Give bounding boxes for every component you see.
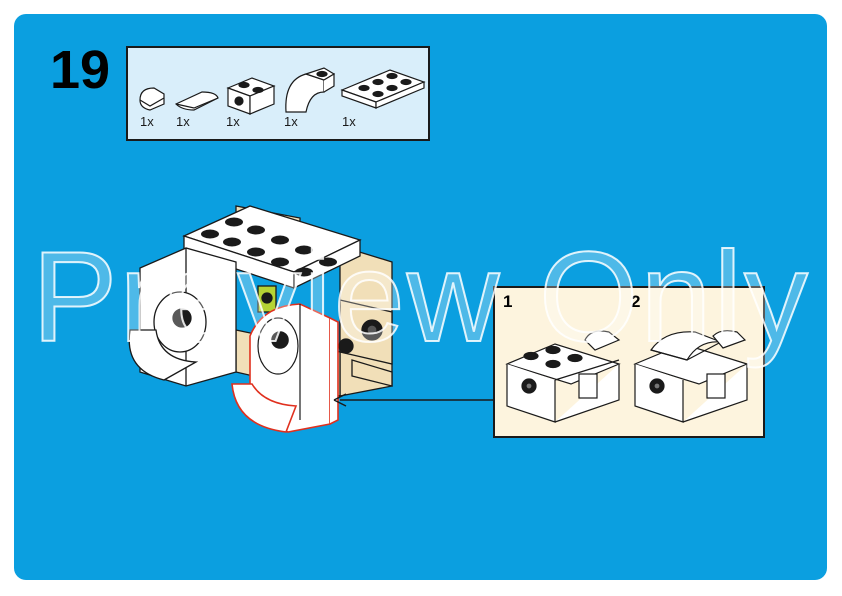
top-plate-studs: [201, 217, 337, 277]
sub-step-1-model: [505, 330, 621, 423]
part-quantity: 1x: [176, 114, 190, 129]
callout-arrow: [333, 393, 493, 407]
sub-assembly-callout: 1 2: [493, 286, 765, 438]
new-part-highlight: [231, 303, 339, 433]
sub-assembly-illustrations: [505, 330, 749, 423]
step-number: 19: [50, 40, 111, 100]
part-quarter-round-tile: [139, 87, 165, 111]
part-technic-brick: [226, 77, 276, 115]
parts-list-illustrations: [139, 67, 426, 115]
part-half-round-tile: [174, 91, 219, 111]
part-curved-slope: [285, 67, 336, 113]
sub-step-number: 2: [631, 292, 641, 311]
sub-step-number: 1: [503, 292, 513, 311]
part-quantity: 1x: [284, 114, 298, 129]
parts-list: 1x 1x 1x 1x 1x: [126, 46, 430, 141]
part-plate-2x4: [340, 69, 426, 109]
part-quantity: 1x: [342, 114, 356, 129]
sub-step-2-model: [633, 330, 749, 423]
part-quantity: 1x: [226, 114, 240, 129]
part-quantity: 1x: [140, 114, 154, 129]
